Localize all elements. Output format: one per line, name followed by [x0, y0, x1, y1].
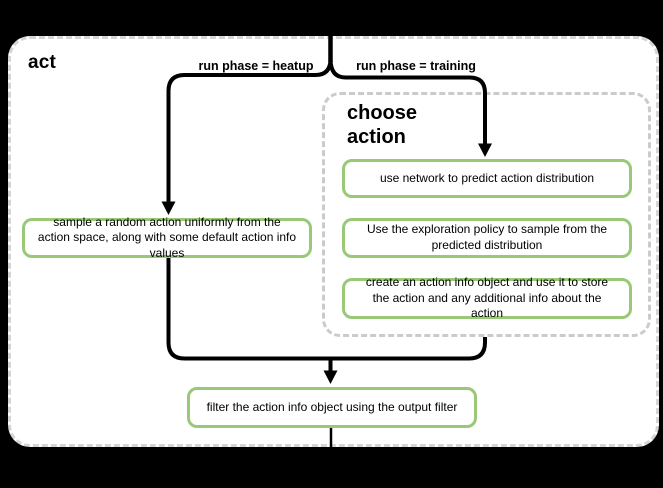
node-filter-output-label: filter the action info object using the … — [206, 399, 458, 414]
choose-action-group-title: choose action — [347, 102, 418, 148]
branch-label-training: run phase = training — [356, 59, 476, 73]
node-predict-distribution-label: use network to predict action distributi… — [379, 170, 595, 185]
node-sample-random-action: sample a random action uniformly from th… — [22, 215, 312, 260]
node-sample-random-action-label: sample a random action uniformly from th… — [37, 214, 297, 260]
node-filter-output: filter the action info object using the … — [187, 387, 477, 428]
node-predict-distribution: use network to predict action distributi… — [342, 159, 632, 198]
node-exploration-policy-label: Use the exploration policy to sample fro… — [366, 222, 608, 252]
branch-label-heatup: run phase = heatup — [198, 59, 314, 73]
node-create-action-info-label: create an action info object and use it … — [365, 275, 609, 321]
node-exploration-policy: Use the exploration policy to sample fro… — [342, 218, 632, 258]
act-container-title: act — [28, 52, 57, 73]
node-create-action-info: create an action info object and use it … — [342, 275, 632, 321]
